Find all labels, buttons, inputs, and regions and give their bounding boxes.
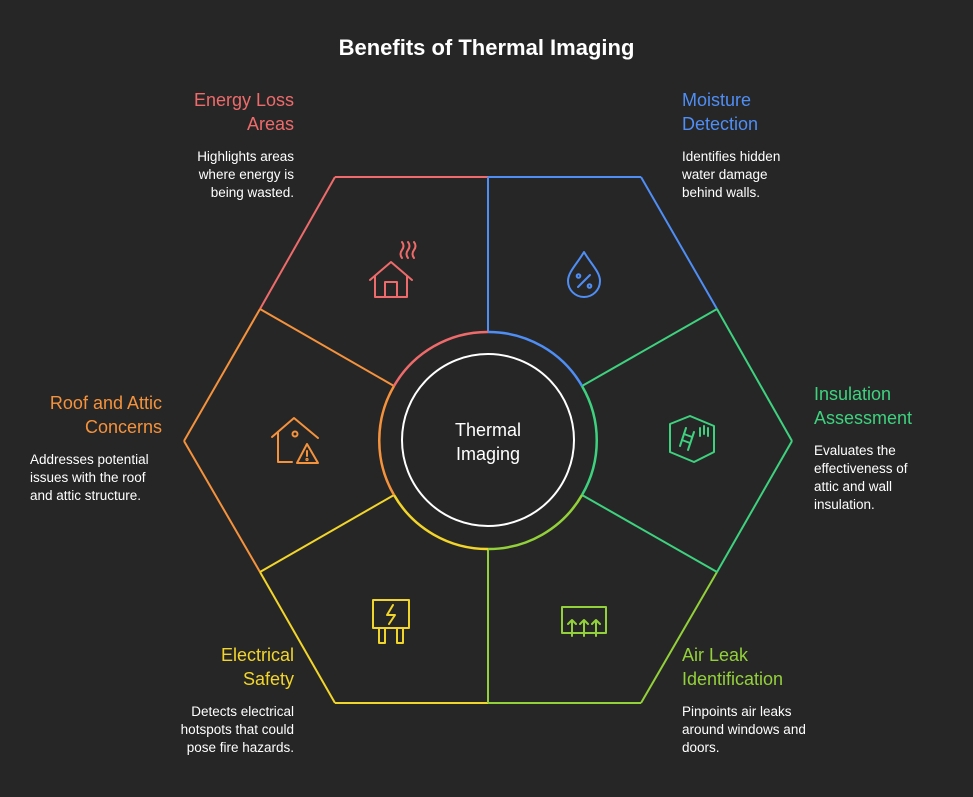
ring-arc-electrical	[392, 494, 489, 551]
center-label-line1: Thermal	[454, 420, 521, 440]
ring-arc-roof	[377, 385, 396, 496]
attic-insulation-icon	[669, 415, 715, 463]
insulation-description: Evaluates the effectiveness of attic and…	[814, 442, 908, 514]
house-warning-icon	[271, 417, 319, 464]
roof-attic-desc-line: Addresses potential	[30, 452, 149, 467]
electrical-desc-line: hotspots that could	[180, 722, 294, 737]
air-leak-label-line1: Air Leak	[682, 645, 749, 665]
ring-arc-insulation	[580, 385, 599, 496]
electrical-plug-icon	[372, 599, 410, 644]
energy-loss-label: Energy Loss Areas	[194, 88, 294, 136]
roof-attic-desc-line: issues with the roof	[30, 470, 146, 485]
air-leak-desc-line: doors.	[682, 740, 720, 755]
electrical-desc-line: pose fire hazards.	[186, 740, 294, 755]
electrical-label: Electrical Safety	[221, 643, 294, 691]
hex-edge-insulation-lower	[716, 440, 793, 573]
insulation-label: Insulation Assessment	[814, 382, 912, 430]
center-label-line2: Imaging	[455, 444, 521, 464]
energy-loss-label-line1: Energy Loss	[193, 90, 294, 110]
air-leak-desc-line: around windows and	[682, 722, 806, 737]
water-drop-percent-icon	[567, 251, 601, 298]
electrical-desc-line: Detects electrical	[191, 704, 294, 719]
air-leak-desc-line: Pinpoints air leaks	[682, 704, 792, 719]
moisture-description: Identifies hidden water damage behind wa…	[682, 148, 780, 202]
divider-upper-left	[259, 308, 395, 387]
moisture-desc-line: water damage	[682, 167, 768, 182]
roof-attic-label: Roof and Attic Concerns	[50, 391, 162, 439]
hex-edge-insulation	[716, 308, 793, 442]
moisture-label: Moisture Detection	[682, 88, 758, 136]
energy-loss-description: Highlights areas where energy is being w…	[197, 148, 294, 202]
house-heat-icon	[369, 241, 417, 298]
diagram-title: Benefits of Thermal Imaging	[338, 35, 635, 60]
moisture-desc-line: behind walls.	[682, 185, 761, 200]
hex-edge-energy-upper-left	[259, 176, 336, 310]
energy-loss-desc-line: being wasted.	[210, 185, 294, 200]
energy-loss-label-line2: Areas	[246, 114, 294, 134]
moisture-desc-line: Identifies hidden	[682, 149, 781, 164]
divider-upper-right	[581, 308, 718, 387]
energy-loss-desc-line: where energy is	[198, 167, 294, 182]
insulation-desc-line: attic and wall	[814, 479, 893, 494]
air-leak-label-line2: Identification	[682, 669, 784, 689]
insulation-label-line2: Assessment	[814, 408, 913, 428]
hex-edge-roof-lower	[183, 440, 261, 573]
center-circle	[401, 353, 575, 527]
ring-arc-energy	[392, 330, 489, 387]
air-leak-description: Pinpoints air leaks around windows and d…	[682, 703, 806, 757]
divider-lower-right	[581, 494, 718, 573]
electrical-description: Detects electrical hotspots that could p…	[181, 703, 294, 757]
hex-edge-airleak-right	[640, 571, 718, 704]
energy-loss-desc-line: Highlights areas	[197, 149, 294, 164]
roof-attic-label-line1: Roof and Attic	[49, 393, 162, 413]
roof-attic-desc-line: and attic structure.	[30, 488, 142, 503]
moisture-label-line2: Detection	[682, 114, 759, 134]
divider-lower-left	[259, 494, 395, 573]
roof-attic-label-line2: Concerns	[84, 417, 162, 437]
insulation-desc-line: insulation.	[814, 497, 875, 512]
air-leak-label: Air Leak Identification	[682, 643, 783, 691]
hex-edge-moisture-upper-right	[640, 176, 718, 310]
ring-arc-moisture	[487, 330, 584, 387]
hex-edge-roof-upper	[183, 308, 261, 442]
ring-arc-airleak	[487, 494, 584, 551]
electrical-label-line1: Electrical	[220, 645, 294, 665]
vent-airflow-icon	[561, 606, 607, 637]
electrical-label-line2: Safety	[242, 669, 294, 689]
insulation-label-line1: Insulation	[814, 384, 892, 404]
hex-edge-electrical-left	[259, 571, 336, 704]
insulation-desc-line: effectiveness of	[814, 461, 908, 476]
moisture-label-line1: Moisture	[682, 90, 752, 110]
roof-attic-description: Addresses potential issues with the roof…	[30, 451, 149, 505]
center-label: Thermal Imaging	[402, 418, 574, 466]
insulation-desc-line: Evaluates the	[814, 443, 896, 458]
